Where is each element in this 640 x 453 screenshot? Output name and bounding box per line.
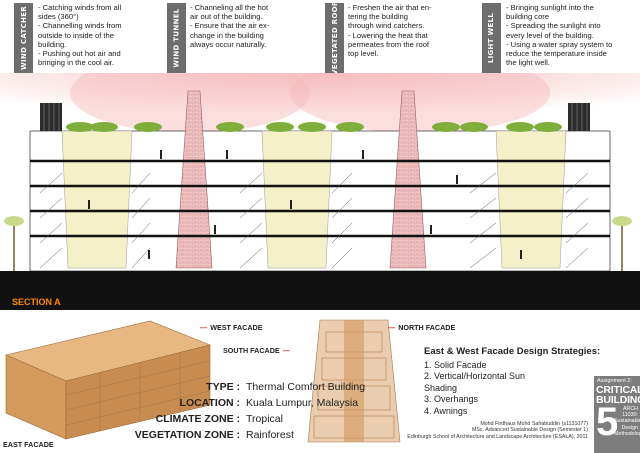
author-credits: Mohd Firdhaus Mohd Sahabuddin (s1131077)… xyxy=(407,421,588,440)
floor-slabs xyxy=(30,159,610,238)
palm-tree-right xyxy=(612,216,632,271)
wind-catcher-2 xyxy=(568,103,590,131)
assignment-badge: Assignment 2: CRITICALBUILDING 5 ARCH 11… xyxy=(594,376,640,453)
wind-tunnel-tag: WIND TUNNEL xyxy=(167,3,186,73)
wind-catcher-notes: - Catching winds from all sides (360°) -… xyxy=(38,3,122,68)
massing-model-west xyxy=(5,320,211,440)
massing-model-north xyxy=(307,319,401,443)
light-well-1 xyxy=(61,130,133,269)
wind-tunnel-notes: - Channeling all the hot air out of the … xyxy=(190,3,270,49)
light-well-2 xyxy=(261,130,333,269)
vegetated-roof-notes: - Freshen the air that en- tering the bu… xyxy=(348,3,432,59)
roof-vegetation xyxy=(66,122,562,132)
light-well-3 xyxy=(495,130,567,269)
wind-tunnel-2 xyxy=(389,90,427,269)
vegetated-roof-tag: VEGETATED ROOF xyxy=(325,1,344,75)
south-facade-label: SOUTH FACADE— xyxy=(223,346,290,355)
light-well-notes: - Bringing sunlight into the building co… xyxy=(506,3,613,68)
building-section-drawing xyxy=(0,73,640,298)
wind-tunnel-1 xyxy=(175,90,213,269)
sky-glow-right xyxy=(290,73,550,133)
west-facade-label: —WEST FACADE xyxy=(200,323,263,332)
building-info: TYPE :Thermal Comfort Building LOCATION … xyxy=(134,381,366,441)
building-body xyxy=(29,90,611,272)
light-well-tag: LIGHT WELL xyxy=(482,3,501,73)
north-facade-label: —NORTH FACADE xyxy=(388,323,456,332)
section-title: SECTION A xyxy=(0,296,640,310)
palm-tree-left xyxy=(4,216,24,271)
people-figures xyxy=(88,150,522,259)
east-facade-label: EAST FACADE xyxy=(3,440,54,449)
ground-slab xyxy=(0,271,640,298)
wind-catcher-1 xyxy=(40,103,62,131)
wind-catcher-tag: WIND CATCHER xyxy=(14,3,33,73)
staircases xyxy=(39,172,589,269)
facade-design-strategies: East & West Facade Design Strategies: 1.… xyxy=(424,346,601,416)
